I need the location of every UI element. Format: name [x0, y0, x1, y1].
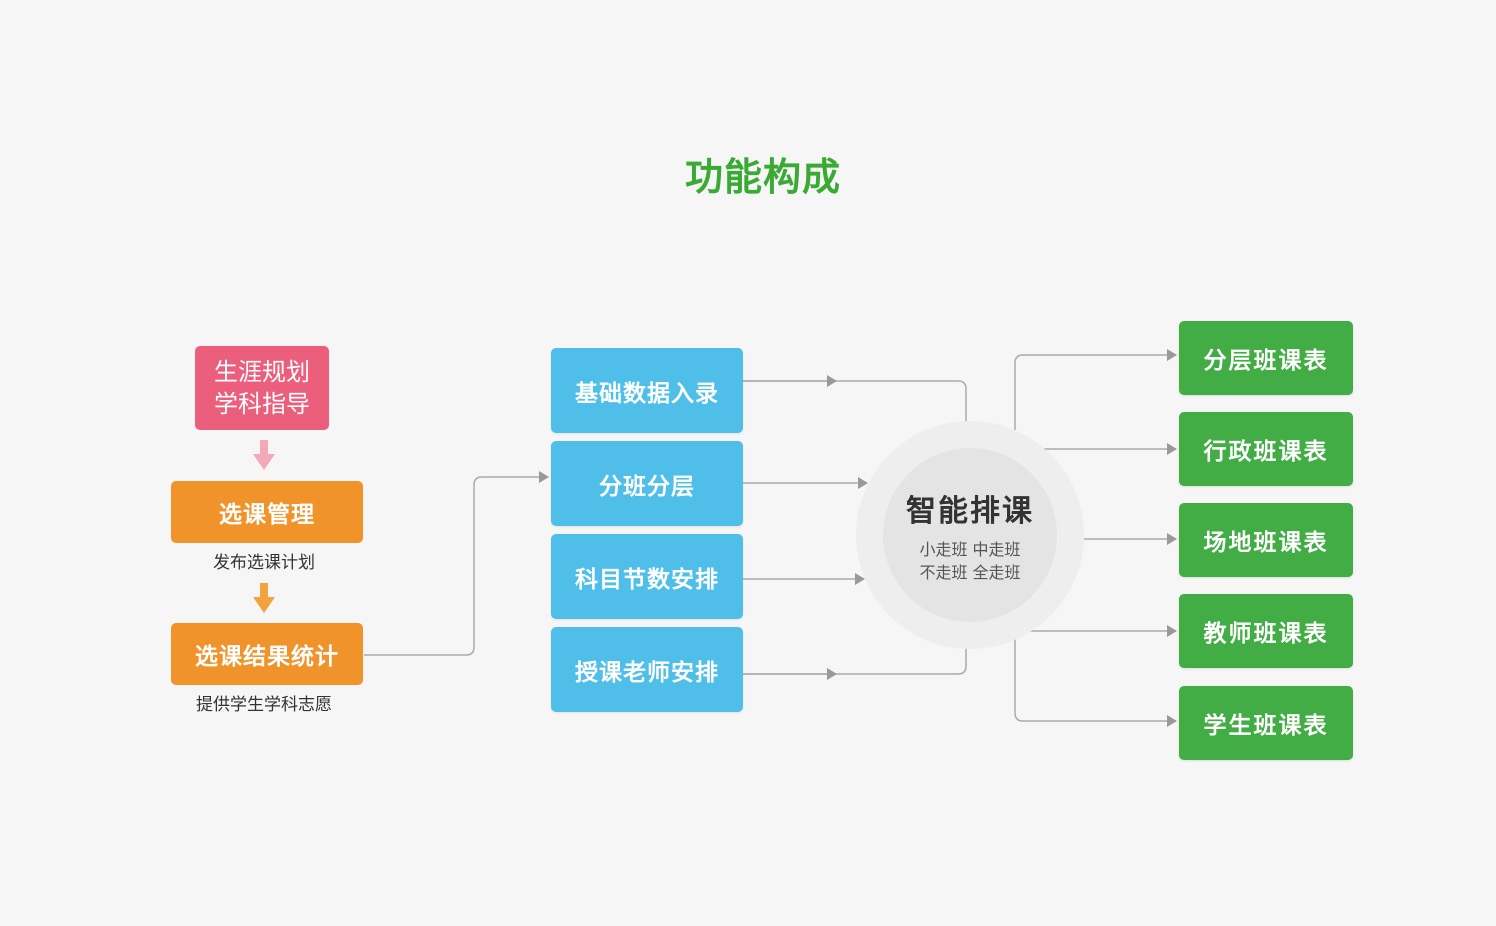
smart-scheduling-hub: 智能排课 小走班 中走班 不走班 全走班: [883, 448, 1057, 622]
teacher-assignment-box: 授课老师安排: [551, 627, 743, 712]
student-schedule-label: 学生班课表: [1203, 713, 1329, 739]
selection-stats-label: 选课结果统计: [195, 644, 339, 670]
admin-class-schedule-box: 行政班课表: [1179, 412, 1353, 486]
connector-teacher-to-hub: [743, 648, 967, 675]
course-selection-box: 选课管理: [171, 481, 363, 543]
teacher-schedule-label: 教师班课表: [1203, 621, 1329, 647]
hub-line-2: 不走班 全走班: [919, 563, 1021, 582]
course-selection-label: 选课管理: [219, 502, 315, 528]
career-planning-box: 生涯规划 学科指导: [195, 346, 329, 430]
admin-class-schedule-label: 行政班课表: [1203, 439, 1329, 465]
connector-hub-to-student-table: [1014, 639, 1177, 727]
hub-line-1: 小走班 中走班: [919, 540, 1021, 559]
class-split-label: 分班分层: [599, 473, 695, 500]
page-title: 功能构成: [684, 155, 841, 199]
class-split-box: 分班分层: [551, 441, 743, 526]
teacher-schedule-box: 教师班课表: [1179, 594, 1353, 668]
venue-schedule-box: 场地班课表: [1179, 503, 1353, 577]
career-planning-label: 生涯规划: [214, 358, 310, 386]
basic-data-entry-label: 基础数据入录: [575, 380, 719, 407]
teacher-assignment-label: 授课老师安排: [575, 659, 719, 686]
course-selection-caption: 发布选课计划: [213, 553, 315, 573]
connector-basic-data-to-hub: [743, 380, 967, 422]
selection-stats-box: 选课结果统计: [171, 623, 363, 685]
arrow-down-icon: [253, 583, 275, 613]
subject-guidance-label: 学科指导: [214, 390, 310, 418]
subject-hours-label: 科目节数安排: [575, 566, 719, 593]
layered-class-schedule-label: 分层班课表: [1203, 348, 1329, 374]
selection-stats-caption: 提供学生学科志愿: [196, 695, 332, 715]
venue-schedule-label: 场地班课表: [1203, 530, 1329, 556]
subject-hours-box: 科目节数安排: [551, 534, 743, 619]
student-schedule-box: 学生班课表: [1179, 686, 1353, 760]
arrow-down-icon: [253, 440, 275, 470]
basic-data-entry-box: 基础数据入录: [551, 348, 743, 433]
connector-hub-to-layered: [1014, 349, 1177, 430]
hub-title: 智能排课: [906, 494, 1034, 529]
connector-stats-to-middle: [364, 471, 549, 656]
layered-class-schedule-box: 分层班课表: [1179, 321, 1353, 395]
